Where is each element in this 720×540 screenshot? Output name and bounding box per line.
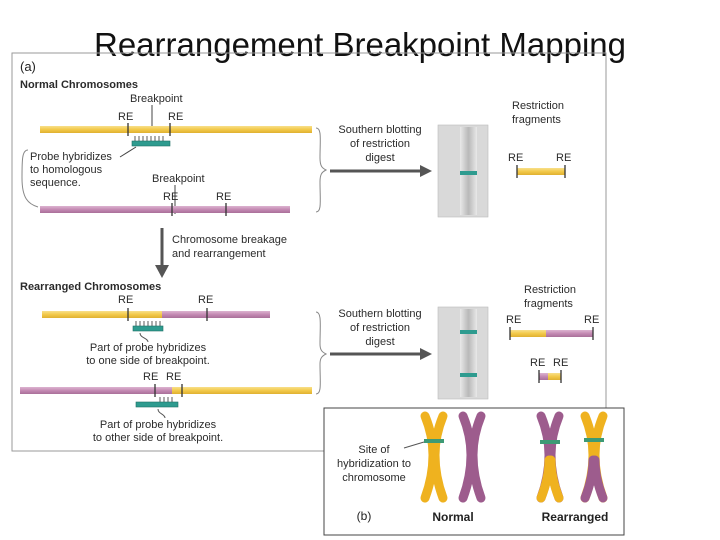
panel-a-letter: (a) [20, 59, 36, 74]
restriction-fragments-r-line-1: Restriction [524, 284, 576, 296]
normal-chromosome-pink [40, 206, 290, 213]
rearranged-chromosome-b-lower-arm-right [590, 455, 608, 503]
rearranged-chromosome-2-pink [20, 387, 172, 394]
normal-chromosomes-header: Normal Chromosomes [20, 79, 138, 91]
normal-bracket [315, 127, 328, 213]
probe-hybridization-3 [159, 397, 173, 402]
probe-brace-2 [139, 332, 149, 343]
rearranged-chromosome-a-lower-arm-right [546, 455, 564, 503]
normal-label: Normal [432, 510, 473, 524]
probe-one-side-line-2: to one side of breakpoint. [86, 355, 210, 367]
southern-line-2: of restriction [350, 138, 410, 150]
normal-purple-chromosome-chromatid-right-top [468, 411, 486, 503]
rearranged-chromosome-a-band-left-0 [540, 440, 550, 444]
probe-3 [135, 401, 179, 408]
re-label-2b: RE [216, 191, 231, 203]
site-pointer [403, 441, 425, 449]
re-label-1b: RE [168, 111, 183, 123]
probe-note-line-2: to homologous [30, 164, 103, 176]
restriction-fragments-r-line-2: fragments [524, 298, 573, 310]
rearranged-chromosome-b-band-left-0 [584, 438, 594, 442]
re-label-2a: RE [163, 191, 178, 203]
rearranged-chromosomes-header: Rearranged Chromosomes [20, 281, 161, 293]
re-label-3b: RE [198, 294, 213, 306]
re-frag-label-2a: RE [506, 314, 521, 326]
normal-yellow-chromosome-chromatid-right-top [430, 411, 448, 503]
southern-r-line-1: Southern blotting [338, 308, 421, 320]
restriction-fragments-line-1: Restriction [512, 100, 564, 112]
site-label-line-3: chromosome [342, 472, 406, 484]
rearranged-label: Rearranged [542, 510, 609, 524]
southern-line-3: digest [365, 152, 394, 164]
breakage-line-1: Chromosome breakage [172, 234, 287, 246]
probe-other-side-line-2: to other side of breakpoint. [93, 432, 223, 444]
southern-r-line-2: of restriction [350, 322, 410, 334]
re-frag-label-2b: RE [584, 314, 599, 326]
southern-r-line-3: digest [365, 336, 394, 348]
fragment-rearranged-1-yellow [510, 330, 546, 337]
rearranged-chromosome-1-pink [162, 311, 270, 318]
breakpoint-label-1: Breakpoint [130, 93, 183, 105]
re-label-4b: RE [166, 371, 181, 383]
re-frag-label-1a: RE [508, 152, 523, 164]
southern-arrow-head-2 [420, 348, 432, 360]
rearranged-chromosome-b-band-right-0 [594, 438, 604, 442]
fragment-rearranged-2-pink [539, 373, 548, 380]
normal-yellow-chromosome-band-right-0 [434, 439, 444, 443]
fragment-rearranged-1-pink [546, 330, 593, 337]
gel-lane-rearranged [460, 309, 477, 397]
probe-hybridization-1 [134, 136, 164, 141]
restriction-fragments-line-2: fragments [512, 114, 561, 126]
rearranged-bracket [315, 311, 328, 395]
probe-brace-3 [157, 408, 166, 419]
breakage-arrow-head [155, 265, 169, 278]
page-title: Rearrangement Breakpoint Mapping [94, 26, 626, 63]
site-label-line-1: Site of [358, 444, 390, 456]
normal-chromosome-yellow [40, 126, 312, 133]
re-frag-label-3b: RE [553, 357, 568, 369]
normal-yellow-chromosome-band-left-0 [424, 439, 434, 443]
rearranged-chromosome-1-yellow [42, 311, 162, 318]
panel-b-letter: (b) [357, 509, 372, 523]
southern-arrow-head-1 [420, 165, 432, 177]
probe-pointer-1 [119, 146, 137, 158]
breakpoint-label-2: Breakpoint [152, 173, 205, 185]
probe-one-side-line-1: Part of probe hybridizes [90, 342, 207, 354]
panel-a-frame [11, 52, 607, 452]
re-label-3a: RE [118, 294, 133, 306]
breakage-line-2: and rearrangement [172, 248, 266, 260]
gel-band-rearranged-1 [460, 330, 477, 334]
probe-note-line-3: sequence. [30, 177, 81, 189]
rearranged-chromosome-2-yellow [172, 387, 312, 394]
probe-other-side-line-1: Part of probe hybridizes [100, 419, 217, 431]
probe-1 [131, 140, 171, 147]
fragment-normal [517, 168, 565, 175]
re-label-4a: RE [143, 371, 158, 383]
probe-hybridization-2 [135, 321, 161, 326]
southern-line-1: Southern blotting [338, 124, 421, 136]
gel-band-rearranged-2 [460, 373, 477, 377]
probe-note-line-1: Probe hybridizes [30, 151, 112, 163]
probe-2 [132, 325, 164, 332]
gel-band-normal [460, 171, 477, 175]
karyotype-chromosomes [420, 411, 608, 503]
site-label-line-2: hybridization to [337, 458, 411, 470]
re-label-1a: RE [118, 111, 133, 123]
rearranged-chromosome-a-band-right-0 [550, 440, 560, 444]
probe-note-bracket [21, 149, 39, 208]
fragment-rearranged-2-yellow [548, 373, 561, 380]
panel-a-letter-bg [14, 55, 58, 77]
re-frag-label-1b: RE [556, 152, 571, 164]
re-frag-label-3a: RE [530, 357, 545, 369]
